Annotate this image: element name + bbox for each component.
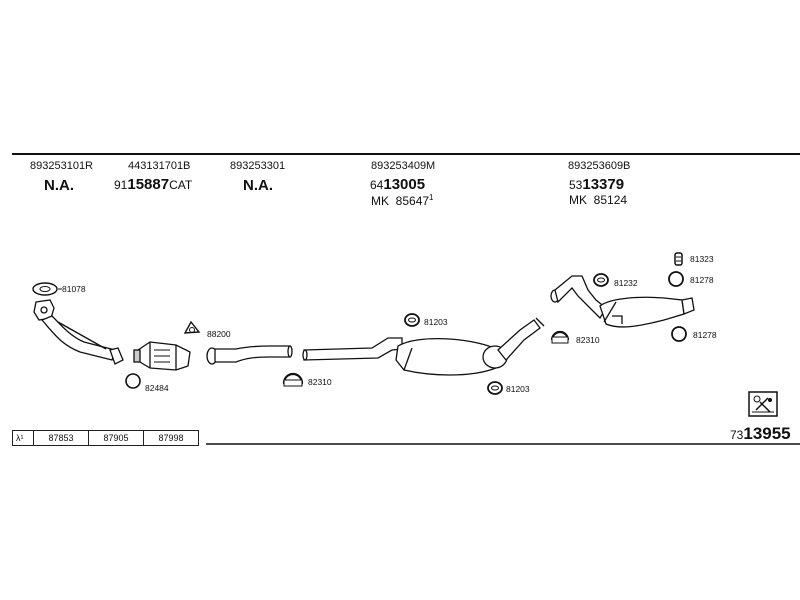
callout-81323: 81323 [690, 254, 714, 264]
catalytic-converter-icon [133, 341, 191, 371]
callout-81203-top: 81203 [424, 317, 448, 327]
mk-sup-col4: 1 [429, 193, 434, 202]
callout-81278-a: 81278 [690, 275, 714, 285]
diagram-code-prefix: 73 [730, 428, 744, 442]
hanger-81323-icon [674, 252, 683, 266]
status-col3: N.A. [243, 177, 273, 194]
callout-82310-a: 82310 [308, 377, 332, 387]
rear-muffler-icon [550, 275, 695, 328]
table-cell: 87853 [34, 431, 89, 445]
suffix-col2: CAT [169, 178, 193, 192]
part-number-col3: 893253301 [230, 160, 286, 172]
diagram-code: 7313955 [730, 425, 791, 443]
callout-88200: 88200 [207, 329, 231, 339]
prefix-col2: 91 [114, 178, 128, 192]
part-number-col2: 443131701B [128, 160, 191, 172]
gasket-81078-icon [32, 282, 62, 296]
prefix-col4: 64 [370, 178, 384, 192]
center-muffler-icon [302, 317, 545, 376]
callout-81232: 81232 [614, 278, 638, 288]
callout-81078: 81078 [62, 284, 86, 294]
number-col5: 5313379 [569, 177, 624, 193]
mk-label-col5: MK [569, 193, 587, 207]
part-number-col1: 893253101R [30, 160, 94, 172]
mk-col5: MK 85124 [569, 194, 627, 206]
ring-81232-icon [593, 273, 609, 287]
table-cell: 87905 [89, 431, 144, 445]
part-number-col4: 893253409M [371, 160, 436, 172]
lambda-sensor-table: λ¹ 87853 87905 87998 [12, 430, 199, 446]
callout-82484: 82484 [145, 383, 169, 393]
number-col4: 6413005 [370, 177, 425, 193]
intermediate-pipe-icon [206, 345, 293, 365]
ring-81203-top-icon [404, 313, 420, 327]
mk-number-col4: 85647 [395, 194, 430, 208]
gasket-88200-icon [183, 320, 201, 334]
mk-col4: MK 856471 [371, 193, 434, 208]
callout-81278-b: 81278 [693, 330, 717, 340]
clamp-82310-icon [282, 372, 304, 387]
ring-82484-icon [125, 373, 141, 389]
status-col1: N.A. [44, 177, 74, 194]
main-number-col2: 15887 [127, 176, 170, 193]
part-number-col5: 893253609B [568, 160, 631, 172]
tools-reference-icon [748, 391, 778, 417]
ring-81278-b-icon [671, 326, 687, 342]
mk-label-col4: MK [371, 194, 389, 208]
ring-81203-bottom-icon [487, 381, 503, 395]
front-pipe-icon [33, 299, 124, 365]
table-symbol: λ¹ [13, 431, 34, 445]
callout-81203-bottom: 81203 [506, 384, 530, 394]
ring-81278-a-icon [668, 271, 684, 287]
callout-82310-b: 82310 [576, 335, 600, 345]
table-cell: 87998 [158, 433, 184, 443]
diagram-code-number: 13955 [743, 424, 791, 443]
number-col2: 9115887CAT [114, 177, 192, 193]
prefix-col5: 53 [569, 178, 583, 192]
clamp-82310-b-icon [550, 330, 570, 344]
mk-number-col5: 85124 [593, 193, 628, 207]
main-number-col5: 13379 [582, 176, 625, 193]
main-number-col4: 13005 [383, 176, 426, 193]
